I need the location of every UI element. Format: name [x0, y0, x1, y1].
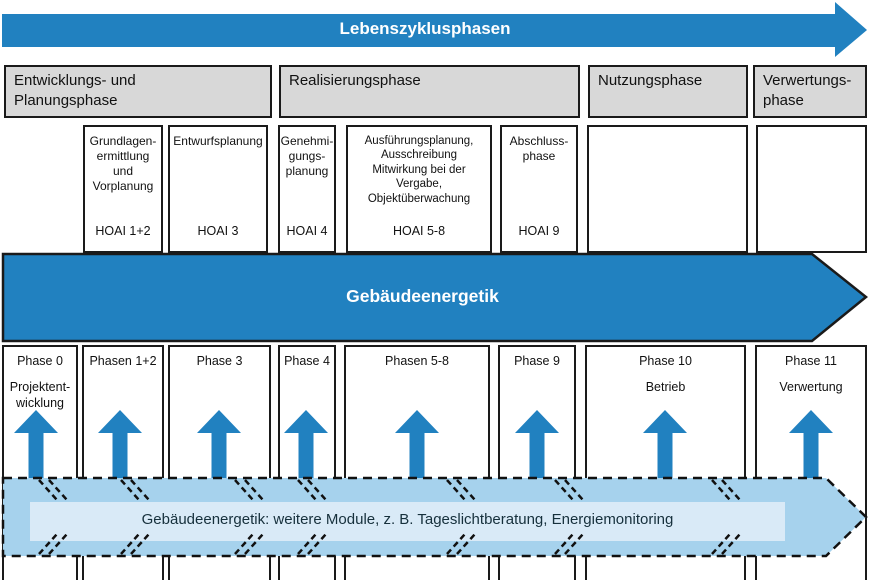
phase-group-box-nutzung: Nutzungsphase	[588, 65, 748, 118]
phase-label: Phase 10	[639, 354, 692, 368]
phase-label: Phase 11	[785, 354, 837, 368]
hoai-box-label: HOAI 4	[286, 224, 328, 238]
lifecycle-arrow-label: Lebenszyklusphasen	[339, 19, 511, 38]
phase-group-box-verwertung: Verwertungs- phase	[753, 65, 867, 118]
hoai-box-label: HOAI 9	[518, 224, 560, 238]
phase-sublabel: Projektent- wicklung	[9, 380, 71, 411]
hoai-box-label: HOAI 1+2	[95, 224, 151, 238]
energy-arrow-label: Gebäudeenergetik	[346, 286, 499, 306]
hoai-box-empty-2	[756, 125, 867, 253]
phase-group-label: Entwicklungs- und Planungsphase	[14, 72, 136, 110]
hoai-box-label: HOAI 5-8	[392, 224, 446, 238]
hoai-box-title: Abschluss- phase	[509, 134, 569, 163]
phase-sublabel: Verwertung	[779, 380, 843, 394]
phase-label: Phasen 1+2	[89, 354, 157, 368]
phase-group-label: Nutzungsphase	[598, 72, 703, 89]
phase-sublabel: Betrieb	[645, 380, 686, 394]
phase-label: Phase 3	[196, 354, 243, 368]
phase-group-box-entwicklung: Entwicklungs- und Planungsphase	[4, 65, 272, 118]
phase-column-9: Phase 9	[498, 345, 576, 580]
phase-column-1-2: Phasen 1+2	[82, 345, 164, 580]
phase-group-label: Realisierungsphase	[289, 72, 421, 89]
phase-label: Phase 4	[284, 354, 330, 368]
hoai-box-empty-1	[587, 125, 748, 253]
phase-column-11: Phase 11 Verwertung	[755, 345, 867, 580]
modules-band-label: Gebäudeenergetik: weitere Module, z. B. …	[141, 511, 674, 528]
phase-column-3: Phase 3	[168, 345, 271, 580]
phase-label: Phasen 5-8	[385, 354, 449, 368]
phase-column-5-8: Phasen 5-8	[344, 345, 490, 580]
phase-group-label: Verwertungs- phase	[763, 72, 852, 110]
hoai-box-genehmigung: Genehmi- gungs- planung HOAI 4	[278, 125, 336, 253]
hoai-box-title: Grundlagen- ermittlung und Vorplanung	[89, 134, 157, 193]
hoai-box-title: Ausführungsplanung, Ausschreibung Mitwir…	[364, 135, 474, 205]
hoai-box-grundlagen: Grundlagen- ermittlung und Vorplanung HO…	[83, 125, 163, 253]
phase-group-box-realisierung: Realisierungsphase	[279, 65, 580, 118]
hoai-box-title: Genehmi- gungs- planung	[280, 134, 334, 178]
hoai-box-title	[589, 127, 746, 134]
hoai-box-title: Entwurfsplanung	[173, 134, 263, 148]
hoai-box-abschluss: Abschluss- phase HOAI 9	[500, 125, 578, 253]
hoai-box-entwurf: Entwurfsplanung HOAI 3	[168, 125, 268, 253]
phase-label: Phase 0	[17, 354, 63, 368]
phase-column-10: Phase 10 Betrieb	[585, 345, 746, 580]
hoai-box-label: HOAI 3	[197, 224, 239, 238]
hoai-box-label	[589, 238, 746, 251]
hoai-box-ausfuehrung: Ausführungsplanung, Ausschreibung Mitwir…	[346, 125, 492, 253]
phase-label: Phase 9	[514, 354, 560, 368]
hoai-box-title	[758, 127, 865, 134]
phase-column-0: Phase 0 Projektent- wicklung	[2, 345, 78, 580]
phase-column-4: Phase 4	[278, 345, 336, 580]
hoai-box-label	[758, 238, 865, 251]
